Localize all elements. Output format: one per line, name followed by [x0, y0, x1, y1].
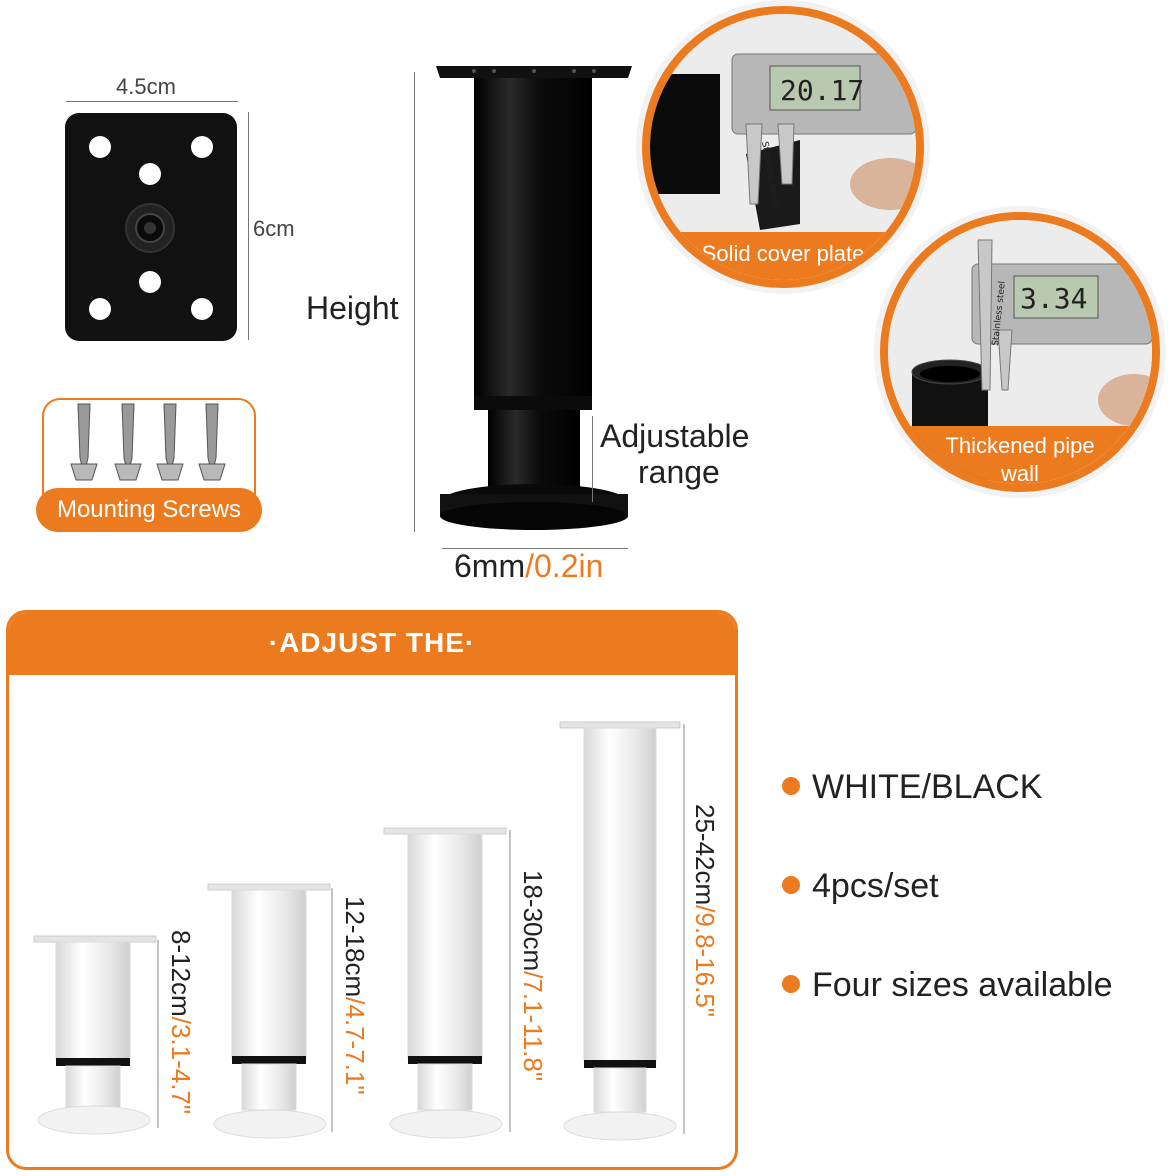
detail-2-caption: Thickened pipe wall — [888, 426, 1152, 486]
detail-2-ring — [874, 206, 1166, 498]
feature-item-colors: WHITE/BLACK — [782, 768, 1042, 807]
caliper-1-reading: 20.17 — [780, 74, 864, 107]
detail-2-caption-line1: Thickened pipe — [945, 433, 1095, 458]
adjustable-label-line2: range — [638, 454, 720, 490]
height-dimension-line — [414, 72, 415, 532]
bullet-dot-icon — [782, 777, 800, 796]
wall-dimension-line — [442, 548, 628, 549]
wall-separator: / — [525, 548, 534, 584]
adjustable-label-line1: Adjustable — [600, 418, 750, 454]
detail-2-photo: 3.34 Stainless steel Thickened pipe wall — [880, 212, 1160, 492]
size-label-2: 12-18cm/4.7-7.1" — [340, 896, 370, 1095]
wall-value-in: 0.2in — [534, 548, 604, 584]
plate-height-label: 6cm — [253, 216, 295, 241]
sizes-panel: ·ADJUST THE· — [6, 610, 738, 1170]
caliper-2-reading: 3.34 — [1020, 282, 1087, 315]
feature-item-quantity: 4pcs/set — [782, 867, 939, 906]
detail-1-photo: 20.17 Stainless steel Solid cover plate — [642, 6, 924, 288]
detail-1-ring — [636, 0, 930, 294]
white-leg-3 — [383, 827, 507, 1139]
sizes-panel-header — [9, 613, 735, 675]
white-leg-1 — [33, 935, 157, 1135]
wall-thickness-label: 6mm/0.2in — [454, 548, 603, 585]
height-label: Height — [306, 290, 399, 326]
detail-2-caption-line2: wall — [1001, 461, 1039, 486]
black-leg-image — [436, 66, 632, 530]
size-label-4: 25-42cm/9.8-16.5" — [690, 804, 720, 1018]
wall-value-mm: 6mm — [454, 548, 526, 584]
sizes-panel-title: ·ADJUST THE· — [268, 627, 476, 658]
detail-1-caption: Solid cover plate — [650, 232, 916, 280]
white-leg-4 — [559, 721, 681, 1141]
size-label-1: 8-12cm/3.1-4.7" — [166, 930, 196, 1115]
bullet-dot-icon — [782, 876, 800, 895]
screws-label: Mounting Screws — [36, 488, 262, 532]
plate-width-dimension-line — [66, 101, 238, 102]
mounting-plate-image — [65, 113, 237, 341]
feature-item-sizes: Four sizes available — [782, 966, 1112, 1005]
plate-height-dimension-line — [248, 112, 249, 340]
size-label-3: 18-30cm/7.1-11.8" — [518, 870, 548, 1082]
white-leg-2 — [207, 883, 331, 1139]
screws-image — [70, 403, 226, 481]
adjustable-range-line — [592, 416, 593, 502]
white-legs-image — [33, 721, 685, 1141]
bullet-dot-icon — [782, 975, 800, 994]
plate-width-label: 4.5cm — [116, 74, 176, 99]
